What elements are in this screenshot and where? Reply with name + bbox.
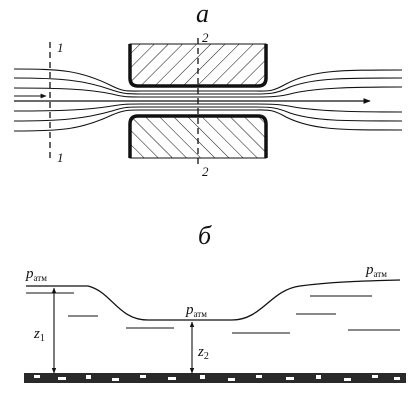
- z2-label: z2: [197, 344, 209, 362]
- panel-a-label: а: [196, 0, 209, 28]
- section-1-bottom-label: 1: [57, 150, 64, 165]
- upper-block: [128, 43, 268, 88]
- pressure-label-middle: pатм: [185, 302, 207, 319]
- section-2-bottom-label: 2: [202, 164, 209, 179]
- lower-block: [128, 114, 268, 159]
- pressure-label-left: pатм: [25, 266, 47, 283]
- section-1-top-label: 1: [57, 40, 64, 55]
- pressure-label-right: pатм: [365, 262, 387, 279]
- z1-label: z1: [33, 326, 45, 344]
- free-surface: [26, 279, 401, 321]
- section-2-top-label: 2: [202, 30, 209, 45]
- panel-b-label: б: [198, 221, 212, 250]
- channel-bed: [24, 373, 406, 383]
- water-dashes: [26, 292, 400, 334]
